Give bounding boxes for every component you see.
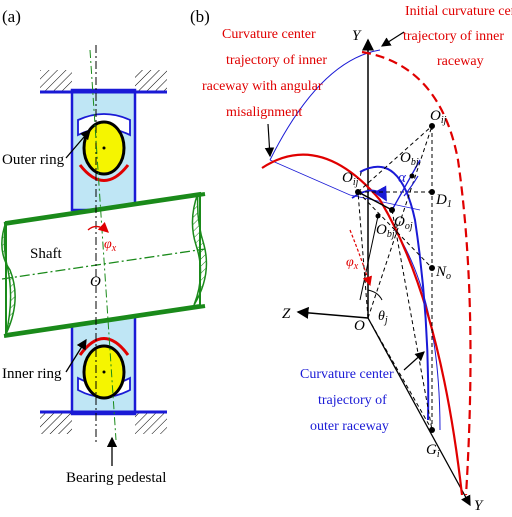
outer-trajectory	[359, 165, 430, 421]
inner-ring-label: Inner ring	[2, 366, 62, 382]
initial-inner-trajectory	[361, 50, 472, 496]
misaligned-trajectory-line4: misalignment	[226, 105, 302, 120]
shaft-right-break	[191, 192, 208, 306]
panel-b: (b) Y Z Y	[190, 4, 512, 514]
obj-label: Obj	[400, 150, 419, 168]
obj-prime-label: Obj′	[376, 222, 399, 240]
origin-label-b: O	[354, 318, 365, 334]
theta-label: θj	[378, 309, 388, 326]
no-label: No	[435, 264, 451, 282]
construction-lines	[357, 125, 433, 431]
d1-label: D1	[435, 192, 452, 210]
outer-trajectory-line3: outer raceway	[310, 419, 389, 434]
ooj-label: Ooj	[394, 214, 413, 232]
outer-trajectory-small	[351, 185, 387, 202]
panel-a: (a) φx	[1, 7, 208, 486]
initial-trajectory-line3: raceway	[437, 54, 484, 69]
upper-inner-raceway	[78, 164, 130, 182]
outer-trajectory-line1: Curvature center	[300, 367, 394, 382]
axis-y-label: Y	[352, 28, 362, 44]
phi-x-label: φx	[104, 237, 117, 254]
initial-trajectory-line2: trajectory of inner	[403, 29, 504, 44]
pedestal-top-right	[135, 70, 167, 92]
bearing-pedestal-label: Bearing pedestal	[66, 470, 166, 486]
y-axis-tilted	[367, 317, 471, 507]
initial-trajectory-line1: Initial curvature center	[405, 4, 512, 19]
pedestal-bottom-left	[40, 412, 72, 434]
phi-x-arc-b	[349, 229, 373, 287]
misaligned-trajectory-line2: trajectory of inner	[226, 53, 327, 68]
shaft-centerline	[1, 248, 206, 280]
misaligned-trajectory-line1: Curvature center	[222, 27, 316, 42]
z-axis	[296, 306, 369, 319]
shaft-label: Shaft	[30, 246, 62, 262]
outer-ring-label: Outer ring	[2, 152, 65, 168]
panel-b-label: (b)	[190, 7, 210, 26]
oij-prime-label: Oij′	[342, 170, 362, 188]
oij-label: Oij	[430, 108, 447, 126]
shaft-left-break	[1, 221, 16, 335]
phi-x-label-b: φx	[346, 255, 359, 272]
axis-y-tilted-label: Y	[474, 498, 484, 512]
blue-arc-inner	[269, 159, 421, 211]
misaligned-trajectory-line3: raceway with angular	[202, 79, 323, 94]
pedestal-bottom-right	[135, 412, 167, 434]
phi-x-arc	[87, 222, 109, 233]
gi-label: Gi	[426, 442, 440, 460]
alpha-label: α	[398, 170, 407, 186]
theta-arc	[367, 289, 383, 301]
misaligned-inner-trajectory	[261, 153, 464, 496]
pedestal-top-left	[40, 70, 72, 92]
outer-trajectory-line2: trajectory of	[318, 393, 387, 408]
contact-line	[391, 159, 421, 211]
tilted-centerline	[89, 49, 117, 441]
alpha-arc	[403, 175, 419, 197]
oij-to-oij-prime	[357, 191, 393, 211]
origin-label-a: O	[90, 274, 101, 290]
panel-a-label: (a)	[2, 7, 21, 26]
axis-z-label: Z	[282, 306, 291, 322]
